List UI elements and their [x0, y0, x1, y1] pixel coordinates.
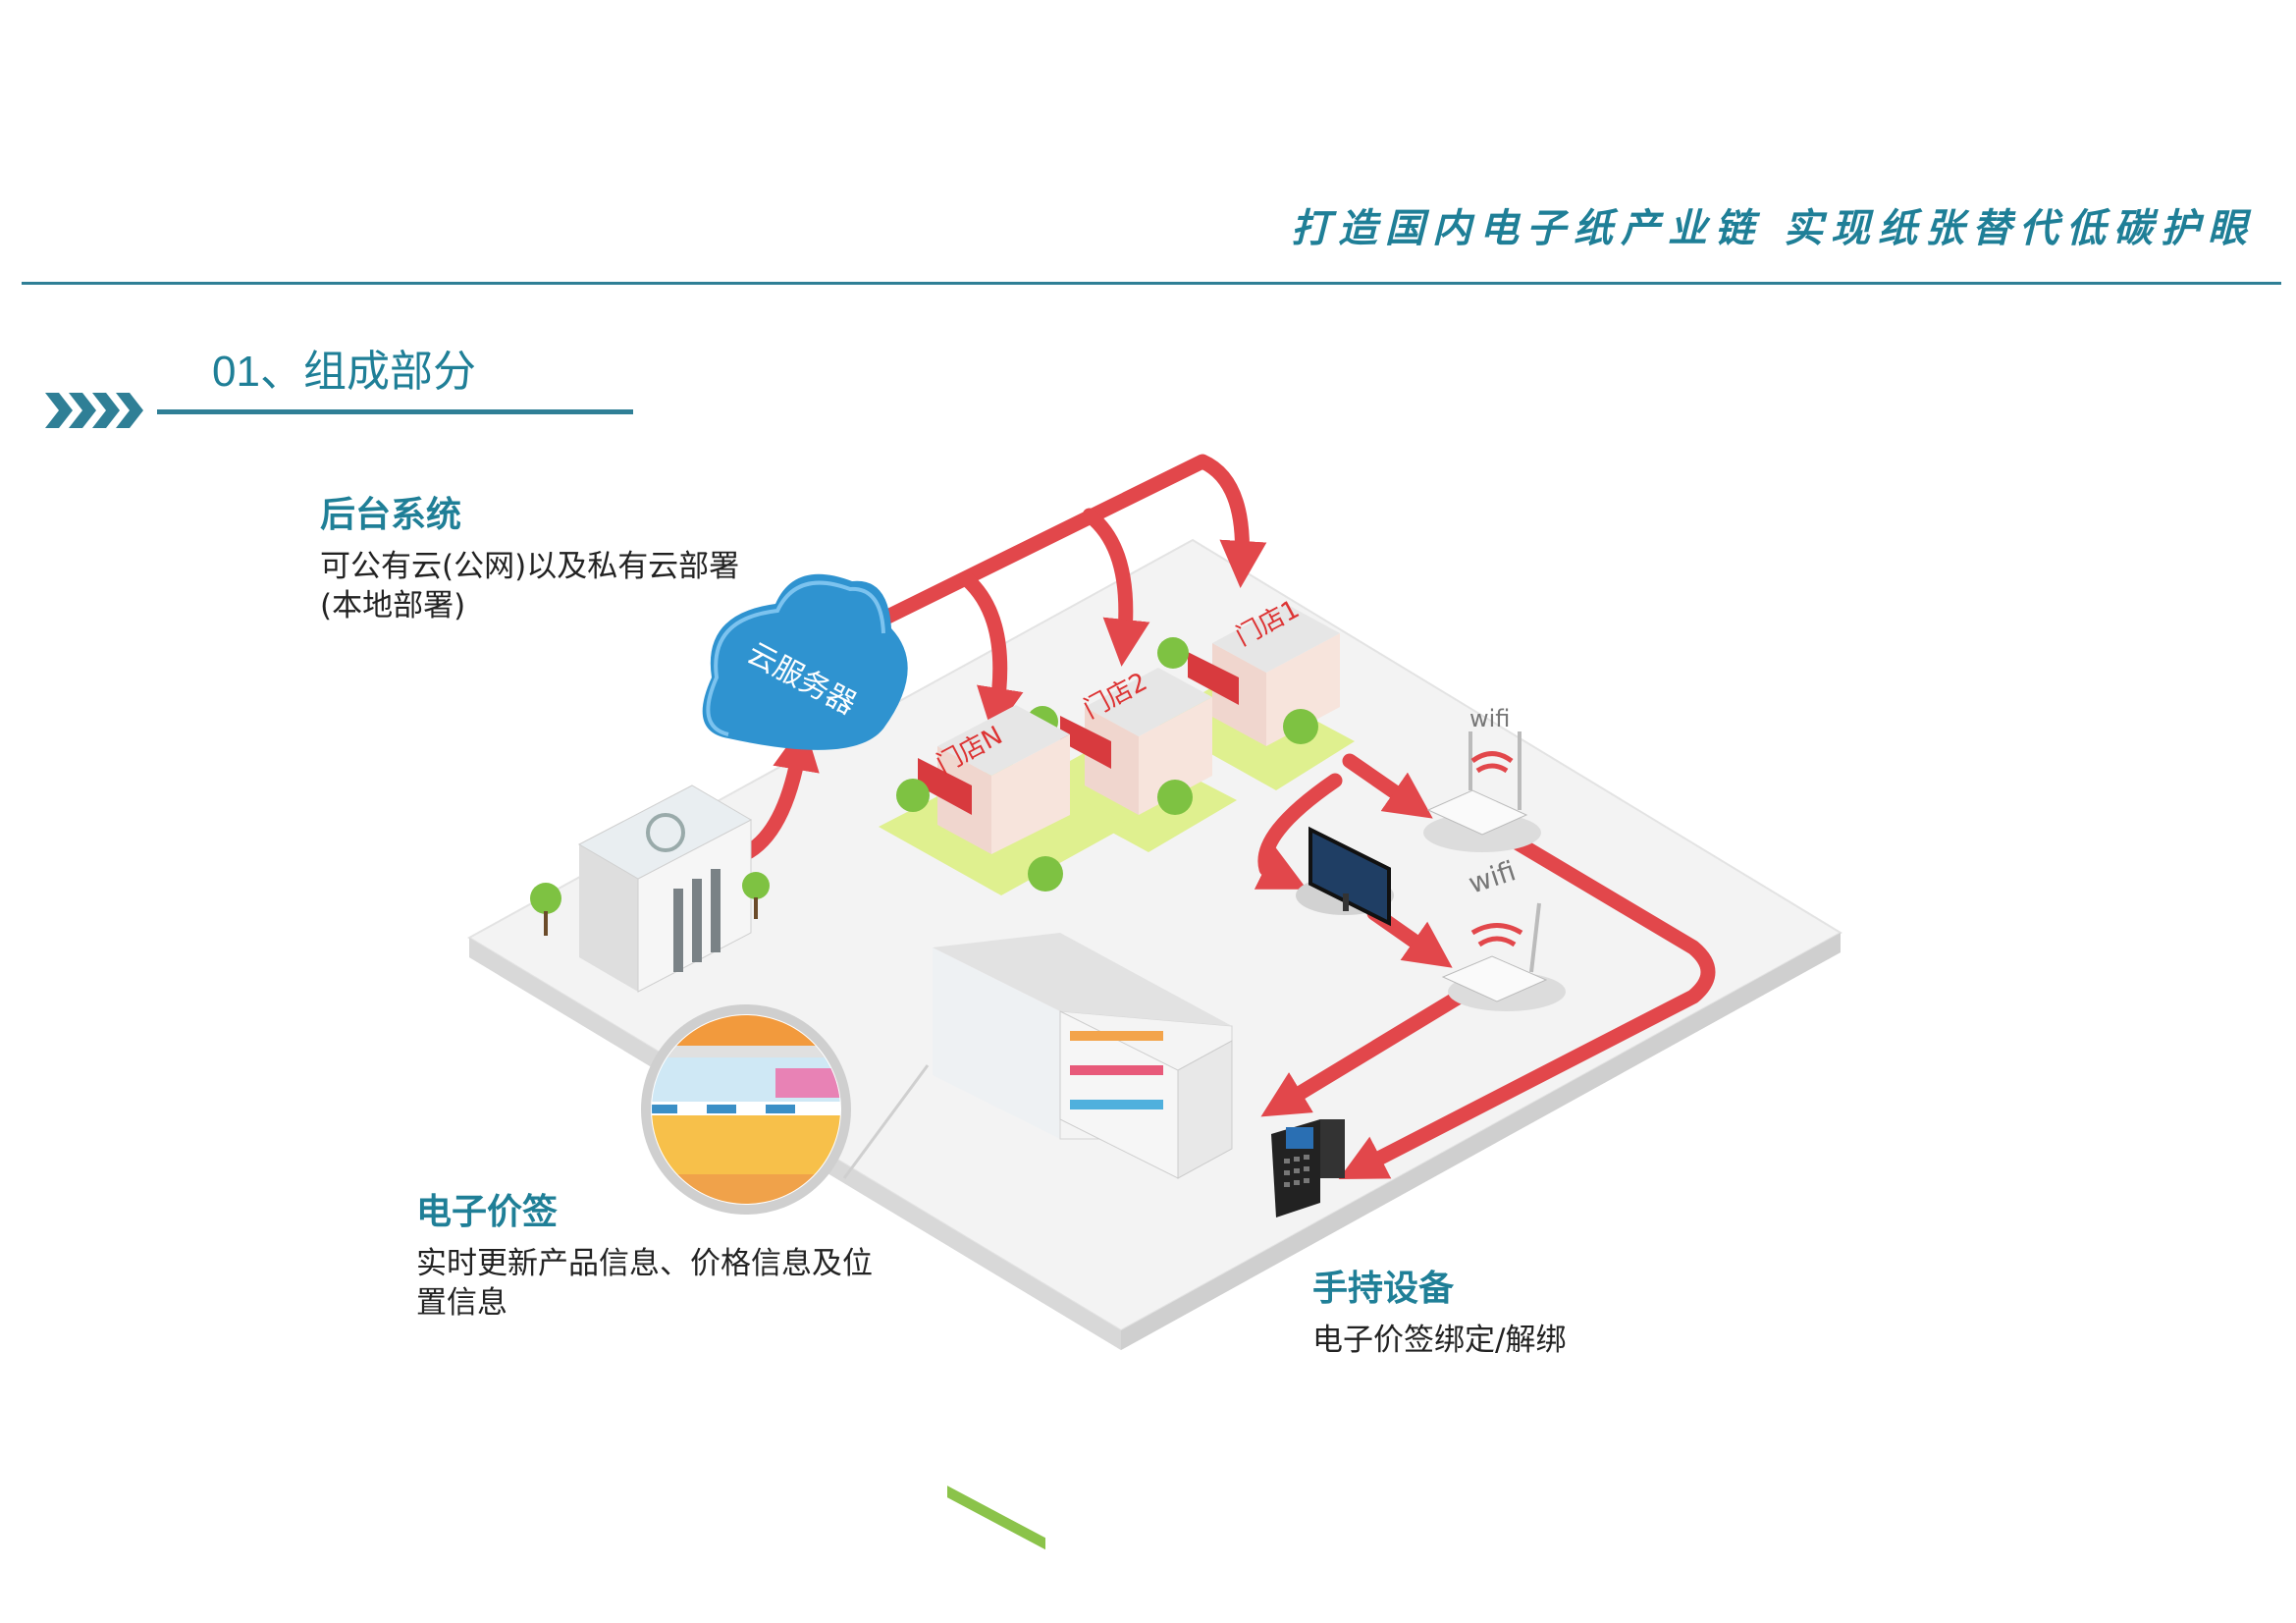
section-number: 01、	[212, 348, 303, 396]
wifi-router-icon: wifi	[1423, 705, 1541, 852]
monitor-icon	[1296, 826, 1394, 927]
handheld-desc: 电子价签绑定/解绑	[1312, 1323, 1567, 1358]
chevrons-right-icon	[45, 393, 143, 428]
esl-desc-line1: 实时更新产品信息、价格信息及位	[416, 1246, 873, 1281]
section-underline	[157, 409, 633, 414]
section-title-text: 组成部分	[302, 347, 476, 397]
store-2: 门店2	[1026, 668, 1237, 852]
esl-block: 电子价签 实时更新产品信息、价格信息及位 置信息	[416, 1183, 873, 1323]
backend-desc-line2: (本地部署)	[320, 588, 466, 623]
esl-title: 电子价签	[416, 1192, 559, 1232]
store-n: 门店N	[879, 705, 1129, 895]
arrow-cloud-to-storeN	[959, 571, 1024, 735]
handheld-title: 手持设备	[1312, 1269, 1455, 1309]
section-title: 01、组成部分	[212, 336, 476, 399]
arrow-hq-to-cloud	[736, 723, 820, 862]
esl-magnifier	[641, 1004, 930, 1215]
arrow-router1-to-handheld	[1338, 832, 1716, 1179]
backend-title: 后台系统	[320, 495, 462, 535]
esl-desc-line2: 置信息	[416, 1285, 507, 1321]
hq-building	[530, 784, 770, 993]
arrow-cloud-to-store2	[1082, 508, 1150, 667]
flow-arrows	[736, 454, 1716, 1179]
arrow-cloud-to-store1	[846, 454, 1267, 641]
header-divider	[22, 282, 2281, 285]
header-slogan: 打造国内电子纸产业链 实现纸张替代低碳护眼	[1291, 205, 2255, 251]
backend-block: 后台系统 可公有云(公网)以及私有云部署 (本地部署)	[320, 486, 739, 625]
wifi-router-icon: wifi	[1441, 854, 1566, 1011]
arrow-store-to-router1	[1342, 753, 1433, 819]
arrow-router-to-handheld	[1260, 984, 1475, 1117]
cloud-server-icon: 云服务器	[702, 573, 908, 750]
store-shelves	[933, 933, 1233, 1550]
arrow-store-to-pc	[1254, 773, 1343, 890]
handheld-scanner-icon	[1271, 1119, 1345, 1217]
wifi-label-1: wifi	[1469, 705, 1510, 732]
handheld-block: 手持设备 电子价签绑定/解绑	[1312, 1260, 1566, 1360]
backend-desc-line1: 可公有云(公网)以及私有云部署	[320, 549, 740, 584]
